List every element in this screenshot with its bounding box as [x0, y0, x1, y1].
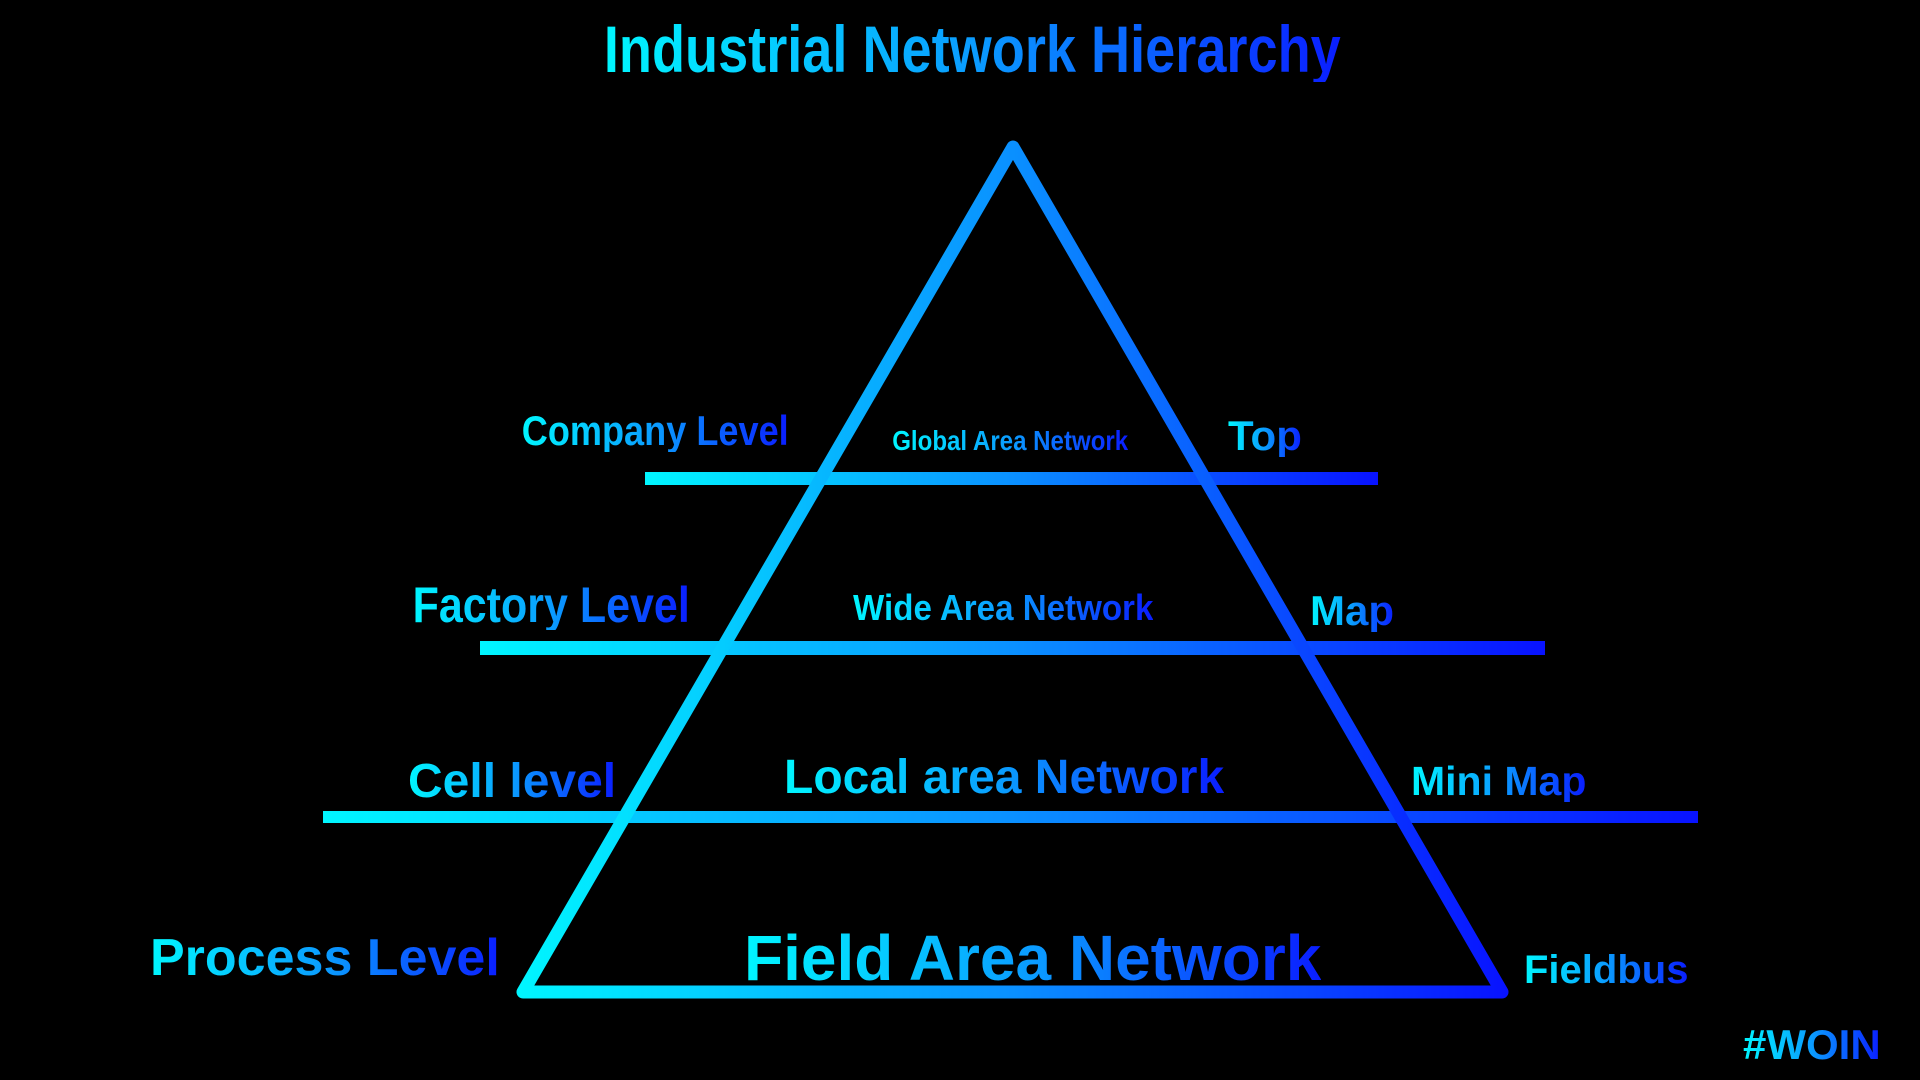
hashtag-watermark: #WOIN	[1743, 1021, 1881, 1068]
mini-map-label: Mini Map	[1411, 758, 1587, 804]
local-area-network-label: Local area Network	[784, 751, 1225, 804]
page-title: Industrial Network Hierarchy	[603, 12, 1341, 86]
wide-area-network-label: Wide Area Network	[853, 587, 1154, 628]
global-area-network-label: Global Area Network	[892, 425, 1129, 456]
top-label: Top	[1228, 412, 1302, 459]
process-level-label: Process Level	[150, 929, 500, 987]
field-area-network-label: Field Area Network	[744, 922, 1322, 994]
fieldbus-label: Fieldbus	[1524, 948, 1689, 992]
factory-level-label: Factory Level	[412, 577, 690, 633]
cell-level-line	[323, 811, 1698, 823]
pyramid-triangle	[516, 140, 1509, 999]
factory-level-line	[480, 641, 1545, 655]
company-level-label: Company Level	[521, 407, 789, 454]
cell-level-label: Cell level	[408, 755, 617, 808]
map-label: Map	[1310, 587, 1394, 634]
company-level-line	[645, 472, 1378, 485]
